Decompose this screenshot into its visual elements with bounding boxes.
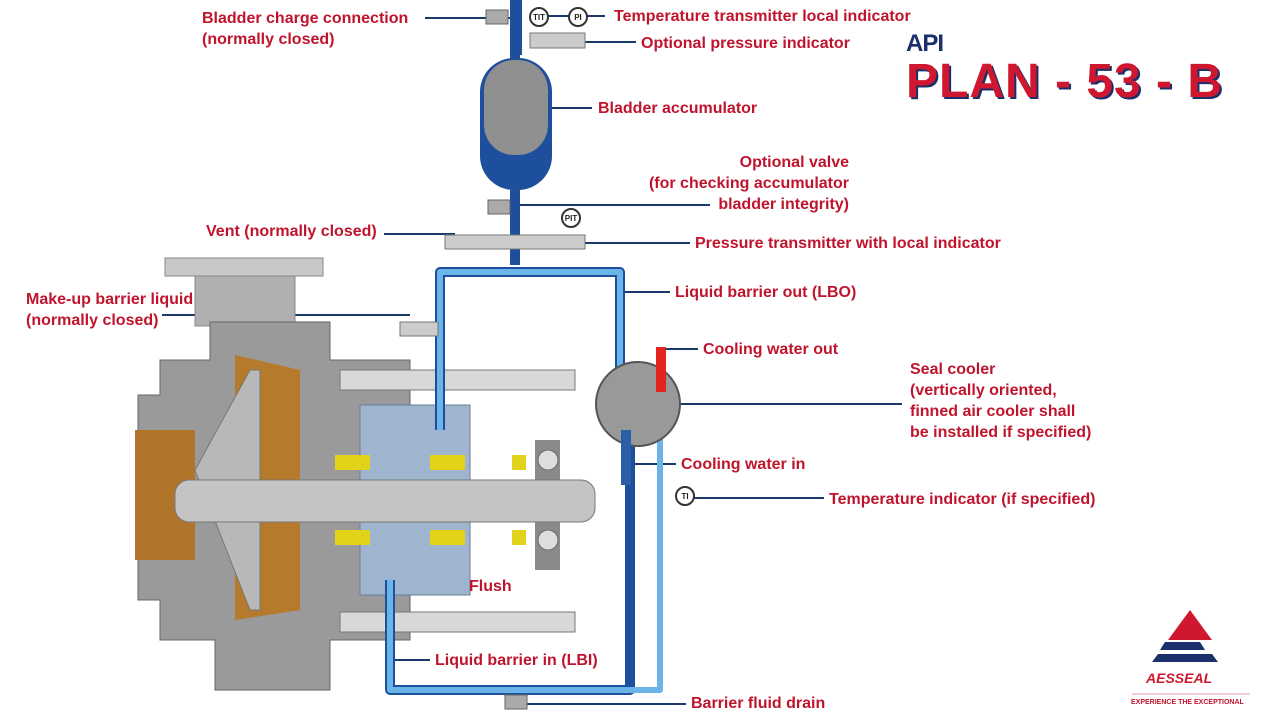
makeup-valve (399, 321, 439, 337)
label-lbo: Liquid barrier out (LBO) (675, 284, 857, 301)
label-vent: Vent (normally closed) (206, 223, 377, 240)
label-temp-indicator: Temperature indicator (if specified) (829, 491, 1096, 508)
cooling-out-pipe (656, 347, 666, 392)
label-makeup: Make-up barrier liquid(normally closed) (26, 291, 194, 329)
svg-text:TIT: TIT (533, 13, 545, 22)
label-seal-cooler: Seal cooler(vertically oriented,finned a… (910, 361, 1092, 441)
instrument-pi: PI (568, 7, 588, 27)
seal-cooler (595, 361, 681, 447)
pump-casing (135, 257, 596, 691)
plan-title: PLAN - 53 - B (906, 55, 1224, 108)
drain-valve (504, 694, 528, 710)
label-cooling-in: Cooling water in (681, 456, 806, 473)
label-lbi: Liquid barrier in (LBI) (435, 652, 598, 669)
label-drain: Barrier fluid drain (691, 695, 826, 712)
logo-brand: AESSEAL (1146, 670, 1213, 686)
instrument-pit: PIT (561, 208, 581, 228)
bladder-charge-valve (485, 9, 509, 25)
instrument-tit: TIT (529, 7, 549, 27)
label-flush: Flush (469, 578, 512, 595)
label-bladder-charge: Bladder charge connection(normally close… (202, 10, 409, 48)
cooling-in-pipe (621, 430, 631, 485)
optional-valve (487, 199, 511, 215)
label-cooling-out: Cooling water out (703, 341, 839, 358)
instrument-ti: TI (675, 486, 695, 506)
label-pressure-transmitter: Pressure transmitter with local indicato… (695, 235, 1001, 252)
pit-manifold (444, 234, 586, 250)
label-pressure-indicator: Optional pressure indicator (641, 35, 850, 52)
svg-text:TI: TI (681, 492, 688, 501)
aesseal-logo (1132, 610, 1250, 695)
api-label: API (906, 30, 944, 57)
logo-tagline: EXPERIENCE THE EXCEPTIONAL (1131, 699, 1244, 706)
top-riser (510, 0, 522, 55)
svg-text:PIT: PIT (565, 214, 578, 223)
svg-text:PI: PI (574, 13, 582, 22)
label-temp-transmitter: Temperature transmitter local indicator (614, 8, 911, 25)
label-bladder-accumulator: Bladder accumulator (598, 100, 758, 117)
